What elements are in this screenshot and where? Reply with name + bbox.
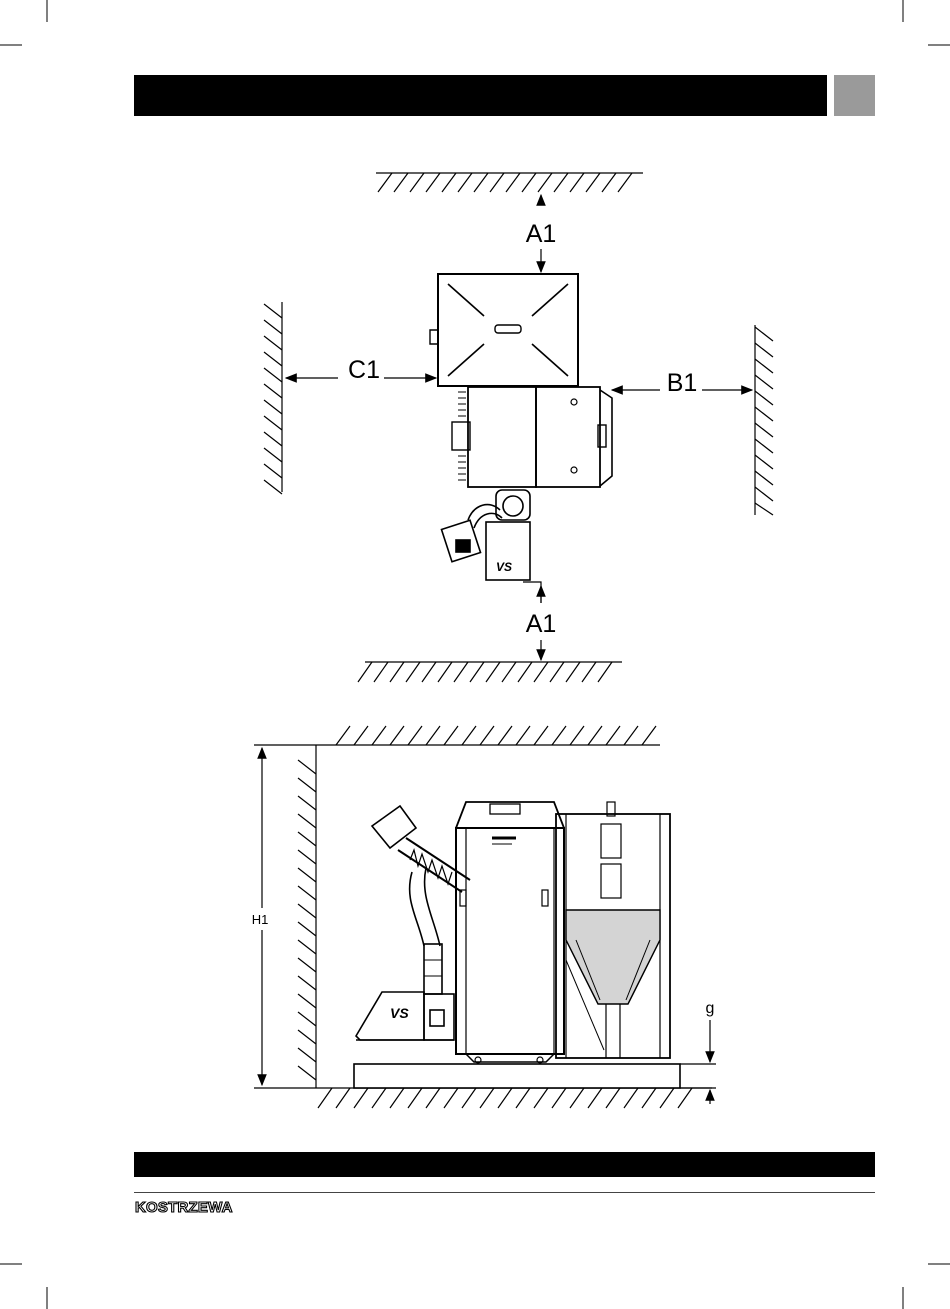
footer-bar [134, 1152, 875, 1177]
height-h1-label: H1 [252, 912, 269, 927]
side-view: VS H1 g [252, 726, 716, 1108]
clearance-b1-label: B1 [667, 369, 698, 397]
concrete-plinth [354, 1064, 680, 1088]
burner-top [441, 490, 530, 580]
feeder-badge-side: VS [390, 1005, 409, 1021]
base-g-label: g [706, 1000, 715, 1017]
side-wall [298, 745, 316, 1088]
ceiling [316, 726, 660, 745]
footer-rule [134, 1192, 875, 1193]
boiler-side [456, 802, 564, 1063]
plan-view: VS A1 A1 C1 B1 [264, 173, 773, 682]
brand-logo: KOSTRZEWA [134, 1198, 256, 1214]
fuel-bin-side [556, 802, 670, 1058]
feeder-badge-plan: VS [496, 560, 512, 574]
clearance-a1-top-label: A1 [526, 220, 557, 248]
brand-name: KOSTRZEWA [135, 1199, 233, 1214]
wall-right [755, 325, 773, 515]
dimension-g [680, 1020, 716, 1104]
fuel-hopper-top [430, 274, 578, 386]
boiler-body-top [452, 387, 612, 487]
wall-left [264, 302, 282, 494]
wall-top [376, 173, 643, 192]
clearance-c1-label: C1 [348, 356, 380, 384]
floor [316, 1088, 712, 1108]
wall-bottom [358, 662, 622, 682]
feeder-side [356, 806, 470, 1040]
hopper-fuel-fill [566, 910, 660, 1004]
clearance-a1-bottom-label: A1 [526, 610, 557, 638]
